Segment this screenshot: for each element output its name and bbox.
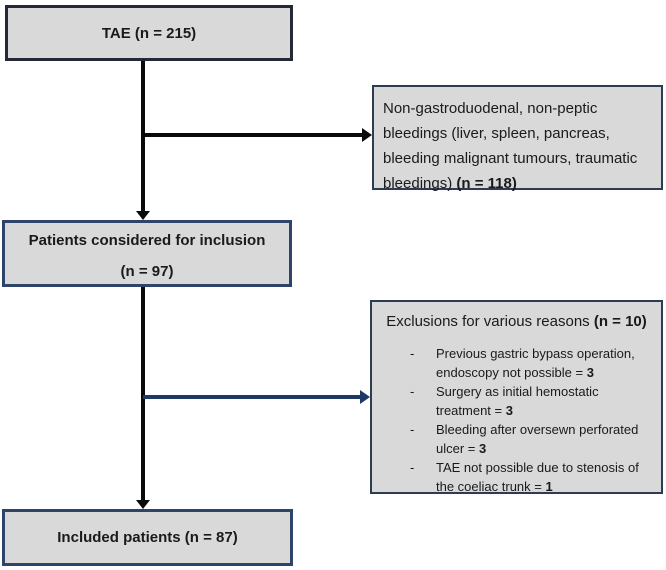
- non-gastroduodenal-count: (n = 118): [456, 175, 517, 192]
- connector-considered-to-included: [141, 287, 145, 501]
- included-label: Included patients (n = 87): [57, 529, 238, 546]
- branch-line-nongastro: [143, 133, 362, 137]
- exclusions-list: - Previous gastric bypass operation, end…: [372, 344, 661, 496]
- non-gastroduodenal-text: Non-gastroduodenal, non-peptic bleedings…: [383, 100, 638, 192]
- flow-box-tae: TAE (n = 215): [5, 5, 293, 61]
- list-bullet: -: [410, 346, 415, 361]
- branch-line-exclusions: [143, 395, 360, 399]
- list-item-text: Previous gastric bypass operation, endos…: [436, 346, 635, 380]
- flow-box-non-gastroduodenal: Non-gastroduodenal, non-peptic bleedings…: [372, 85, 663, 192]
- arrowhead-down-considered: [136, 211, 150, 220]
- flow-box-considered: Patients considered for inclusion (n = 9…: [2, 220, 292, 287]
- list-item: - Surgery as initial hemostatic treatmen…: [372, 382, 661, 420]
- flow-box-exclusions: Exclusions for various reasons (n = 10) …: [370, 300, 663, 494]
- list-item: - Previous gastric bypass operation, end…: [372, 344, 661, 382]
- flow-box-included: Included patients (n = 87): [2, 509, 293, 566]
- considered-count: (n = 97): [120, 263, 174, 280]
- arrowhead-down-included: [136, 500, 150, 509]
- tae-label: TAE (n = 215): [101, 24, 197, 42]
- list-item-text: TAE not possible due to stenosis of the …: [436, 460, 639, 494]
- list-item: - Bleeding after oversewn perforated ulc…: [372, 420, 661, 458]
- list-bullet: -: [410, 384, 415, 399]
- exclusions-title-text: Exclusions for various reasons: [386, 313, 594, 330]
- exclusions-count: (n = 10): [593, 313, 647, 330]
- list-item: - TAE not possible due to stenosis of th…: [372, 458, 661, 496]
- considered-label: Patients considered for inclusion: [28, 232, 266, 249]
- list-bullet: -: [410, 422, 415, 437]
- list-bullet: -: [410, 460, 415, 475]
- arrowhead-right-exclusions: [360, 390, 370, 404]
- list-item-text: Surgery as initial hemostatic treatment …: [436, 384, 599, 418]
- exclusions-title: Exclusions for various reasons (n = 10): [372, 313, 661, 330]
- arrowhead-right-nongastro: [362, 128, 372, 142]
- list-item-text: Bleeding after oversewn perforated ulcer…: [436, 422, 639, 456]
